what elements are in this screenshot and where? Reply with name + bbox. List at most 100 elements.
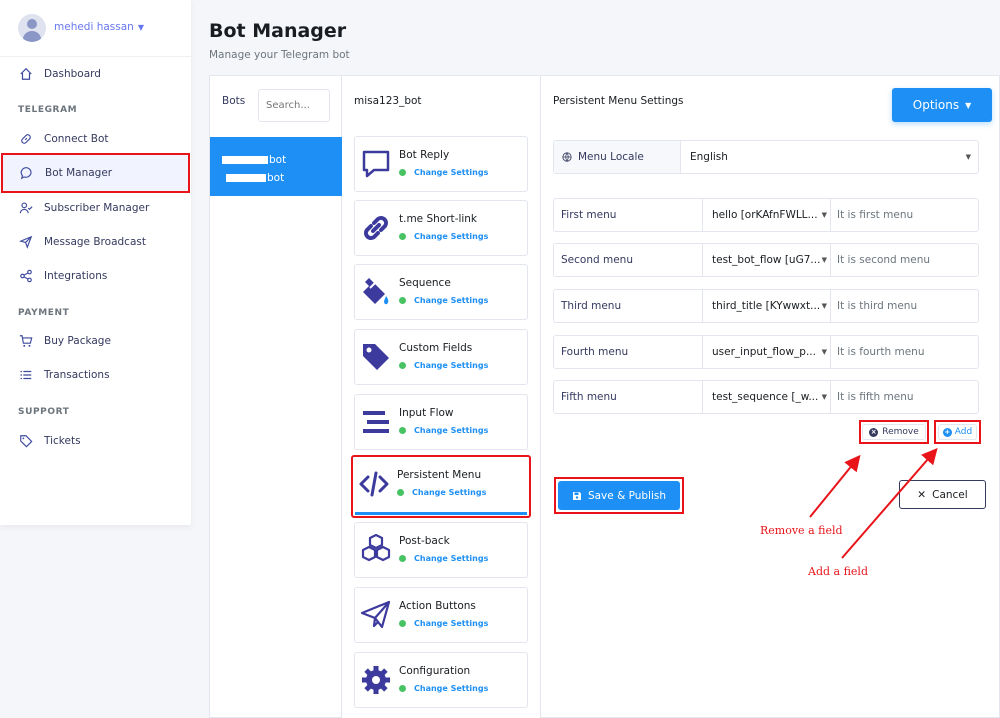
menu-card-short-link[interactable]: t.me Short-link Change Settings — [354, 200, 528, 256]
sidebar: mehedi hassan ▼ Dashboard TELEGRAM Conne… — [0, 0, 191, 525]
user-menu-toggle[interactable]: mehedi hassan ▼ — [54, 21, 144, 33]
sidebar-item-bot-manager[interactable]: Bot Manager — [1, 153, 190, 193]
change-settings-link[interactable]: Change Settings — [399, 361, 488, 370]
globe-icon — [562, 152, 572, 162]
sidebar-item-message-broadcast[interactable]: Message Broadcast — [0, 225, 191, 259]
menu-card-action-buttons[interactable]: Action Buttons Change Settings — [354, 587, 528, 643]
menu-flow-select[interactable]: test_bot_flow [uG7...▼ — [703, 244, 831, 276]
cubes-icon — [359, 533, 393, 567]
save-icon — [572, 491, 581, 500]
sidebar-item-label: Subscriber Manager — [44, 202, 150, 214]
menu-card-custom-fields[interactable]: Custom Fields Change Settings — [354, 329, 528, 385]
caret-down-icon: ▼ — [137, 22, 144, 32]
change-settings-link[interactable]: Change Settings — [399, 296, 488, 305]
caret-down-icon: ▼ — [821, 348, 827, 356]
bot-entry: bot — [222, 169, 342, 187]
sidebar-item-label: Bot Manager — [45, 167, 113, 179]
options-dropdown-button[interactable]: Options ▼ — [892, 88, 992, 122]
chat-bubble-icon — [19, 165, 35, 181]
status-dot — [397, 489, 404, 496]
annotation-remove: Remove a field — [760, 524, 843, 537]
menu-name-input[interactable]: Second menu — [554, 244, 703, 276]
menu-card-title: Bot Reply — [399, 149, 450, 161]
sidebar-item-integrations[interactable]: Integrations — [0, 259, 191, 293]
menu-card-title: t.me Short-link — [399, 213, 478, 225]
sidebar-item-label: Dashboard — [44, 68, 101, 80]
status-dot — [399, 555, 406, 562]
menu-description-input[interactable]: It is fifth menu — [837, 391, 914, 403]
bot-list-item-selected[interactable]: bot bot — [210, 137, 342, 196]
menu-row: Fifth menu test_sequence [_w...▼ It is f… — [553, 380, 979, 414]
code-icon — [357, 467, 391, 501]
menu-description-input[interactable]: It is third menu — [837, 300, 918, 312]
status-dot — [399, 169, 406, 176]
menu-locale-select[interactable]: English ▼ — [690, 151, 971, 163]
avatar[interactable] — [18, 14, 46, 42]
share-icon — [18, 268, 34, 284]
cancel-button[interactable]: ✕ Cancel — [899, 480, 986, 509]
caret-down-icon: ▼ — [965, 100, 972, 110]
menu-card-input-flow[interactable]: Input Flow Change Settings — [354, 394, 528, 450]
menu-card-title: Sequence — [399, 277, 451, 289]
plus-circle-icon: + — [942, 427, 952, 437]
change-settings-link[interactable]: Change Settings — [399, 168, 488, 177]
sidebar-item-transactions[interactable]: Transactions — [0, 358, 191, 392]
change-settings-link[interactable]: Change Settings — [399, 554, 488, 563]
menu-name-input[interactable]: First menu — [554, 199, 703, 231]
menu-description-input[interactable]: It is second menu — [837, 254, 931, 266]
settings-title: Persistent Menu Settings — [553, 95, 684, 107]
sidebar-item-connect-bot[interactable]: Connect Bot — [0, 122, 191, 156]
change-settings-link[interactable]: Change Settings — [397, 488, 486, 497]
menu-description-input[interactable]: It is first menu — [837, 209, 914, 221]
sidebar-item-label: Buy Package — [44, 335, 111, 347]
sidebar-item-subscriber-manager[interactable]: Subscriber Manager — [0, 191, 191, 225]
tag-icon — [359, 340, 393, 374]
save-publish-button[interactable]: Save & Publish — [558, 481, 680, 510]
sidebar-item-dashboard[interactable]: Dashboard — [0, 57, 191, 91]
list-icon — [18, 367, 34, 383]
section-heading-telegram: TELEGRAM — [18, 105, 78, 115]
sidebar-item-tickets[interactable]: Tickets — [0, 424, 191, 458]
menu-card-sequence[interactable]: Sequence Change Settings — [354, 264, 528, 320]
home-icon — [18, 66, 34, 82]
menu-card-title: Input Flow — [399, 407, 454, 419]
caret-down-icon: ▼ — [821, 393, 827, 401]
menu-flow-select[interactable]: user_input_flow_p...▼ — [703, 336, 831, 368]
section-heading-payment: PAYMENT — [18, 308, 70, 318]
paper-plane-icon — [359, 598, 393, 632]
menu-card-persistent-menu[interactable]: Persistent Menu Change Settings — [351, 455, 531, 518]
menu-flow-select[interactable]: test_sequence [_w...▼ — [703, 381, 831, 413]
menu-row: Third menu third_title [KYwwxt...▼ It is… — [553, 289, 979, 323]
close-icon: ✕ — [917, 488, 927, 501]
menu-card-title: Custom Fields — [399, 342, 473, 354]
menu-name-input[interactable]: Fourth menu — [554, 336, 703, 368]
menu-name-input[interactable]: Third menu — [554, 290, 703, 322]
menu-card-bot-reply[interactable]: Bot Reply Change Settings — [354, 136, 528, 192]
menu-row: Fourth menu user_input_flow_p...▼ It is … — [553, 335, 979, 369]
change-settings-link[interactable]: Change Settings — [399, 426, 488, 435]
sidebar-item-buy-package[interactable]: Buy Package — [0, 324, 191, 358]
redacted-text — [226, 174, 266, 182]
status-dot — [399, 233, 406, 240]
menu-card-post-back[interactable]: Post-back Change Settings — [354, 522, 528, 578]
status-dot — [399, 427, 406, 434]
caret-down-icon: ▼ — [821, 256, 827, 264]
change-settings-link[interactable]: Change Settings — [399, 619, 488, 628]
bots-column: Bots bot bot — [210, 76, 342, 718]
menu-description-input[interactable]: It is fourth menu — [837, 346, 925, 358]
menu-flow-select[interactable]: hello [orKAfnFWLL...▼ — [703, 199, 831, 231]
cog-icon — [359, 663, 393, 697]
change-settings-link[interactable]: Change Settings — [399, 232, 488, 241]
status-dot — [399, 620, 406, 627]
menu-card-configuration[interactable]: Configuration Change Settings — [354, 652, 528, 708]
add-field-button[interactable]: + Add — [934, 420, 981, 444]
menu-flow-select[interactable]: third_title [KYwwxt...▼ — [703, 290, 831, 322]
page-title: Bot Manager — [209, 20, 347, 42]
bot-search-input[interactable] — [258, 89, 330, 122]
menu-name-input[interactable]: Fifth menu — [554, 381, 703, 413]
page-subtitle: Manage your Telegram bot — [209, 49, 350, 61]
remove-field-button[interactable]: × Remove — [859, 420, 929, 444]
menu-card-title: Configuration — [399, 665, 471, 677]
status-dot — [399, 297, 406, 304]
change-settings-link[interactable]: Change Settings — [399, 684, 488, 693]
